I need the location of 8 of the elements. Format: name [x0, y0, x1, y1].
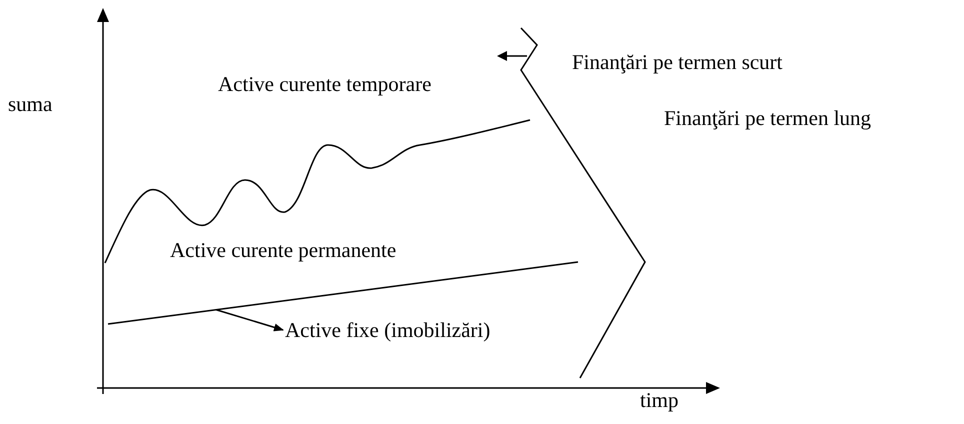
label-text: Finanţări pe termen scurt — [572, 50, 783, 74]
axis-label: suma — [8, 92, 52, 116]
curve-label: Active curente permanente — [170, 238, 396, 262]
leader-line — [216, 309, 284, 332]
axis-label: timp — [640, 388, 679, 412]
label-text: Active fixe (imobilizări) — [285, 318, 490, 342]
label-text: Finanţări pe termen lung — [664, 106, 872, 130]
curve-label: Active curente temporare — [218, 72, 432, 96]
